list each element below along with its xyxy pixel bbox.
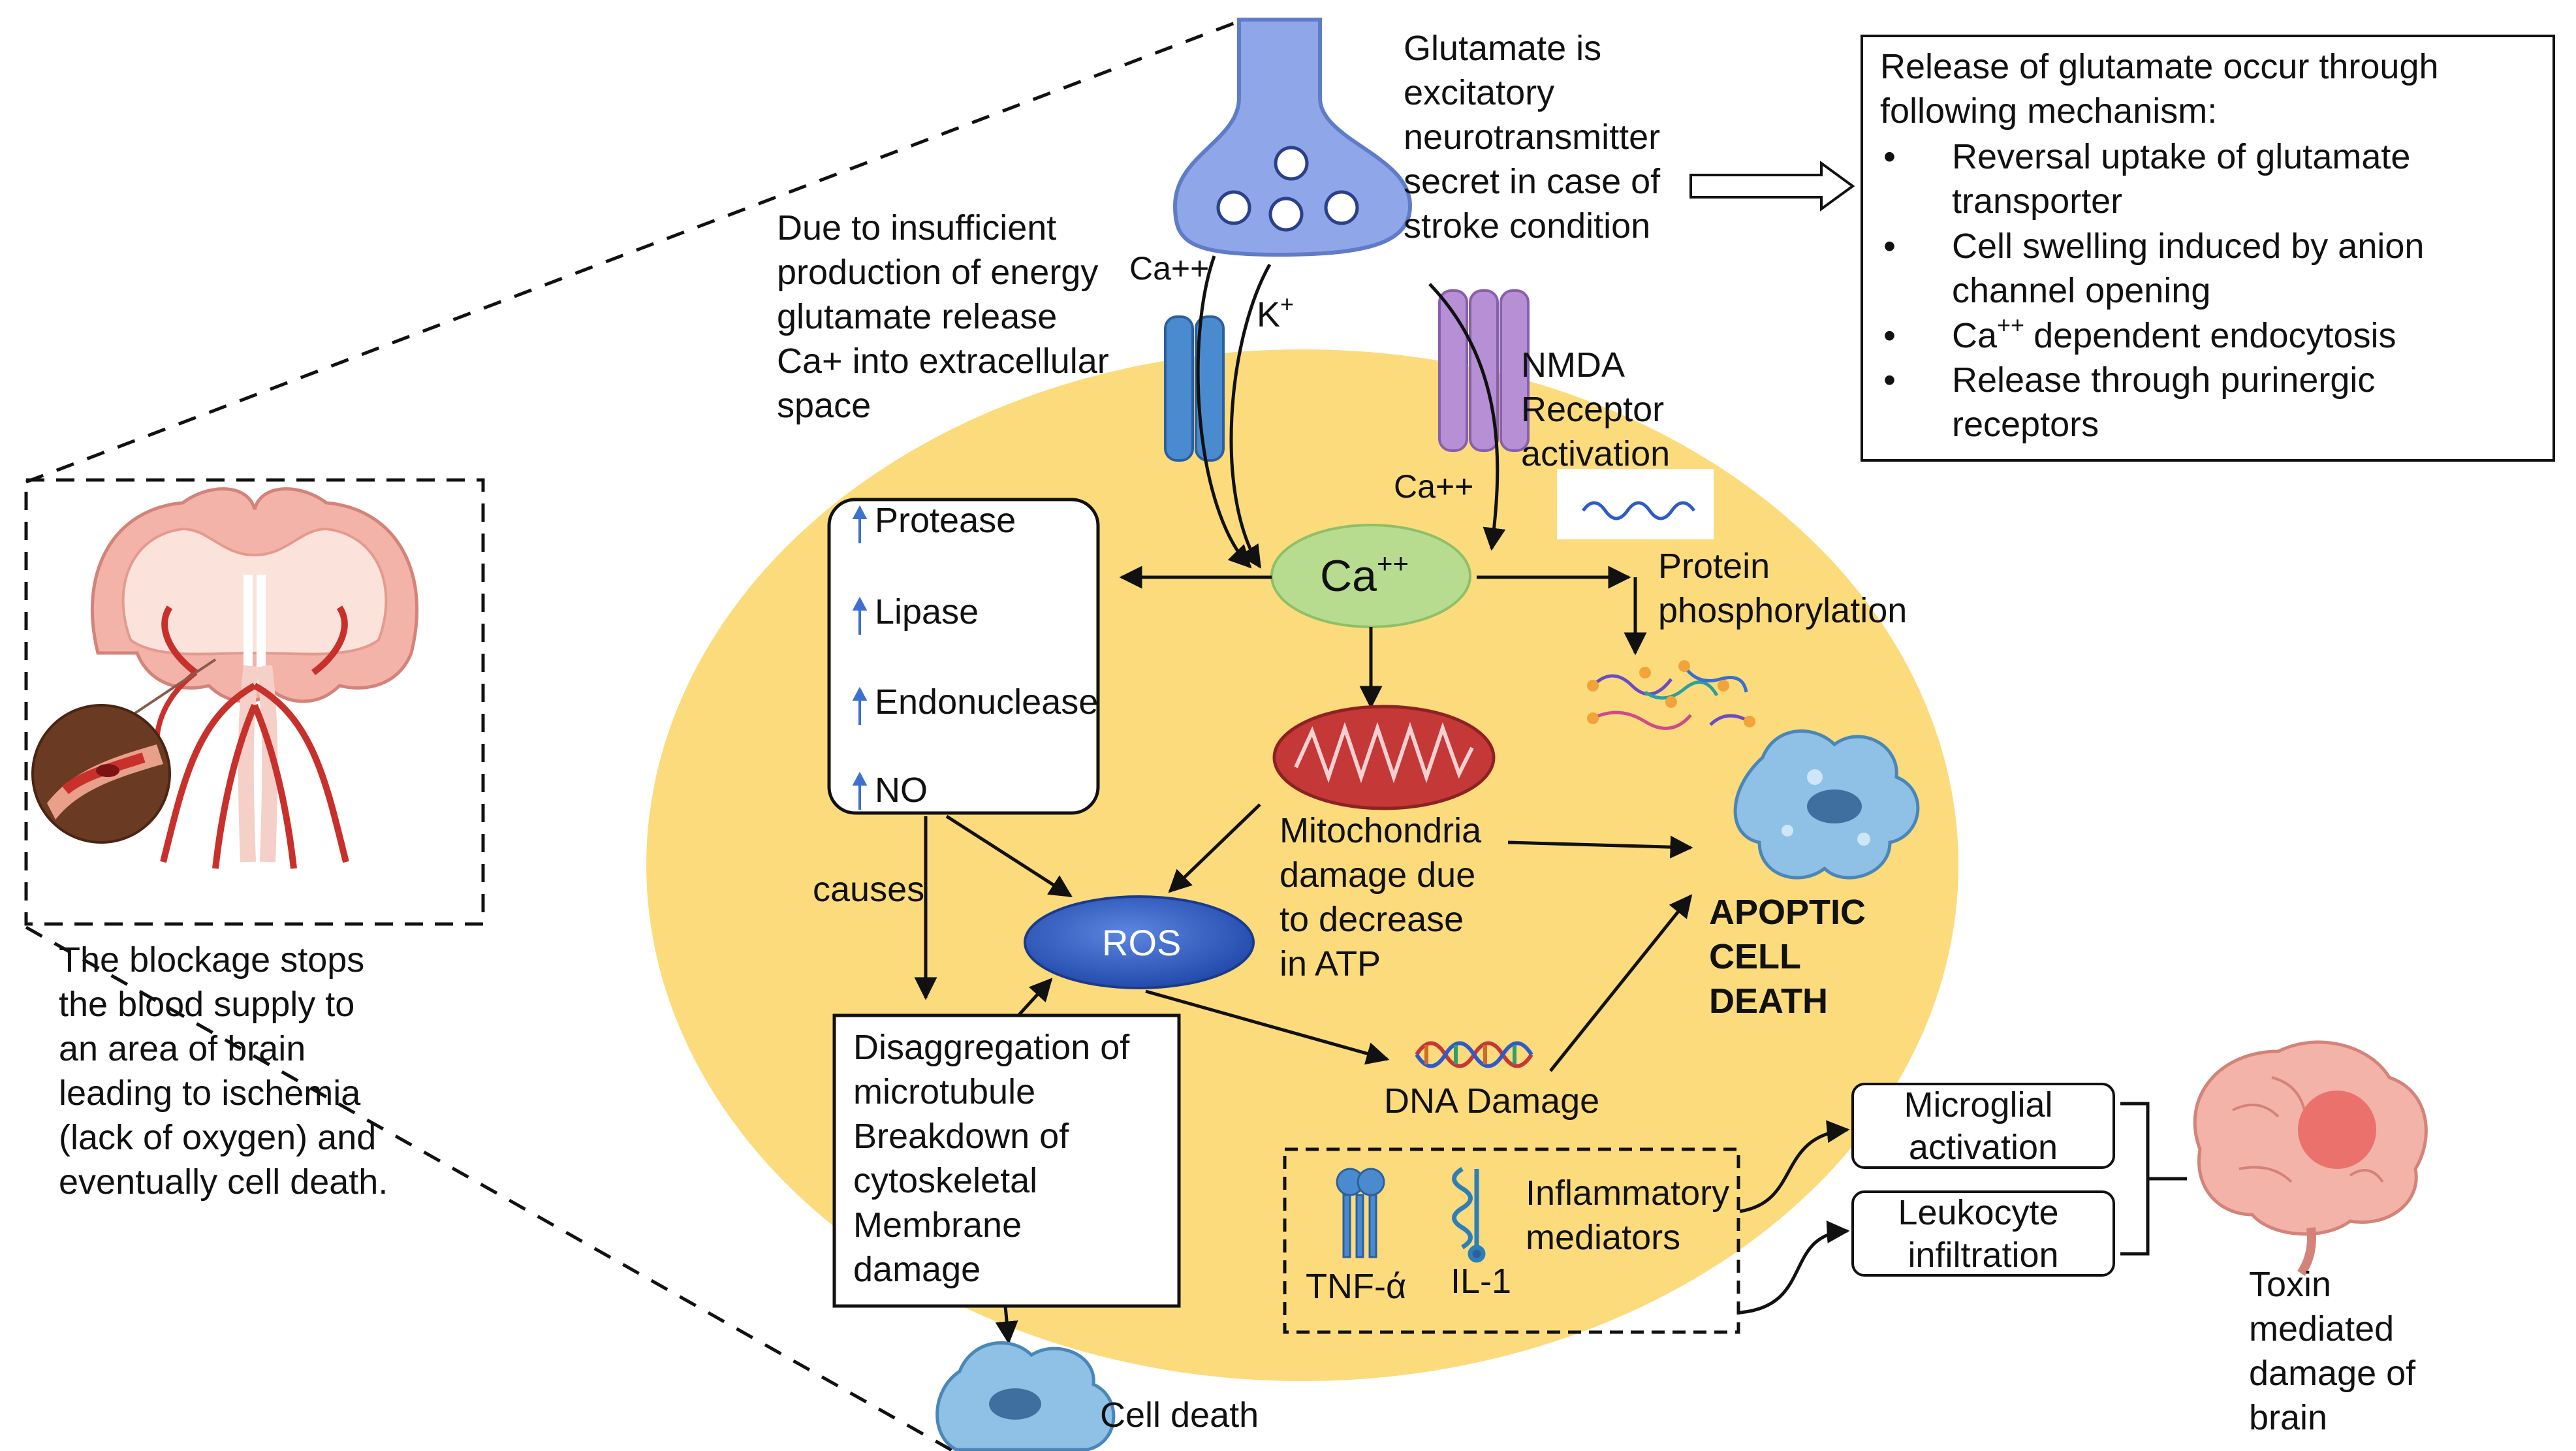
svg-text:•: •: [1883, 227, 1896, 266]
leukocyte-box: Leukocyte infiltration: [1851, 1190, 2115, 1277]
presynaptic-terminal: [1172, 18, 1413, 257]
zoom-line-top: [25, 18, 1244, 484]
disaggregation-box: Disaggregation of microtubule Breakdown …: [832, 1013, 1181, 1308]
dna-label: DNA Damage: [1384, 1081, 1599, 1121]
svg-text:Cell swelling induced by anion: Cell swelling induced by anion channel o…: [1952, 227, 2434, 310]
arrow-mito-to-ros: [1168, 803, 1261, 893]
zoom-line-bottom: [25, 925, 954, 1451]
toxin-label: Toxin mediated damage of brain: [2249, 1265, 2425, 1437]
damaged-brain-icon: [2193, 1040, 2428, 1276]
svg-text:Leukocyte infiltration: Leukocyte infiltration: [1898, 1193, 2068, 1275]
dead-cell-icon: [935, 1341, 1116, 1451]
arrow-disagg-to-ros: [1017, 978, 1053, 1017]
svg-text:Ca++dependent endocytosis: Ca++dependent endocytosis: [1952, 311, 2396, 355]
phosphorylated-protein-icon: [1587, 660, 1755, 730]
ca-label-right: Ca++: [1394, 468, 1473, 505]
apoptotic-cell-icon: [1733, 729, 1920, 880]
tnf-receptor-icon: [1336, 1168, 1385, 1258]
arrow-to-cell-death: [995, 1305, 1018, 1345]
svg-text:Inflammatory mediators: Inflammatory mediators: [1526, 1173, 1739, 1257]
brain-zoom-box: [24, 478, 485, 926]
svg-text:Release of glutamate occur thr: Release of glutamate occur through follo…: [1880, 47, 2449, 131]
vesicle: [1324, 190, 1359, 225]
cell-death-label: Cell death: [1100, 1395, 1259, 1435]
ion-flow-arrow: [1428, 283, 1506, 551]
ros-label: ROS: [1102, 922, 1181, 963]
inflammatory-box: TNF-ά IL-1 Inflammatory mediators: [1283, 1147, 1740, 1334]
arrow-to-microglial: [1739, 1120, 1850, 1213]
vesicle: [1268, 197, 1304, 232]
svg-text:•: •: [1883, 316, 1896, 355]
causes-label: causes: [813, 870, 924, 909]
k-label: K+: [1257, 291, 1294, 334]
up-arrow-icon: [852, 505, 868, 810]
svg-text:Release through purinergic: Release through purinergic receptors: [1952, 360, 2385, 444]
mito-label: Mitochondria damage due to decrease in A…: [1280, 811, 1491, 983]
nmda-label: NMDA Receptor activation: [1521, 345, 1674, 473]
dna-icon: [1415, 1041, 1533, 1068]
mitochondria-icon: [1272, 705, 1496, 810]
microglial-box: Microglial activation: [1851, 1083, 2115, 1169]
arrow-dna-to-apoptosis: [1549, 894, 1693, 1072]
svg-text:•: •: [1883, 360, 1896, 400]
svg-text:•: •: [1883, 137, 1896, 176]
arrow-mito-to-apoptosis: [1507, 835, 1693, 859]
vesicle: [1274, 146, 1309, 181]
il1-receptor-icon: [1452, 1166, 1486, 1263]
ion-flow-arrow: [1196, 255, 1252, 569]
energy-note: Due to insufficient production of energy…: [777, 208, 1119, 425]
svg-text:Disaggregation of microt: Disaggregation of microtubule Breakdown …: [853, 1028, 1139, 1289]
protein-wave-icon: [1581, 501, 1696, 520]
arrow-to-leukocyte: [1739, 1220, 1850, 1315]
arrow-enzymes-to-ros: [945, 814, 1073, 898]
blockage-note: The blockage stops the blood supply to a…: [59, 940, 388, 1202]
protein-label: Protein phosphorylation: [1658, 547, 1907, 630]
apoptotic-label: APOPTIC CELL DEATH: [1709, 893, 1876, 1021]
ion-channel: [1164, 315, 1225, 462]
calcium-node-label: Ca++: [1320, 548, 1409, 601]
svg-text:Protease Lipase En: Protease Lipase Endonuclease NO: [875, 501, 1108, 810]
release-mechanism-box: Release of glutamate occur through follo…: [1861, 35, 2555, 462]
glutamate-note: Glutamate is excitatory neurotransmitter…: [1404, 29, 1670, 246]
svg-text:Reversal uptake of glutamate: Reversal uptake of glutamate transporter: [1952, 137, 2420, 221]
ca-label-left: Ca++: [1129, 250, 1209, 287]
arrow-ros-to-dna: [1145, 989, 1390, 1065]
vesicle: [1216, 190, 1251, 225]
enzyme-box: Protease Lipase Endonuclease NO: [827, 498, 1108, 815]
svg-text:TNF-ά IL-1: TNF-ά IL-1: [1306, 1262, 1511, 1306]
hollow-arrow: [1689, 161, 1855, 212]
brain-cross-section-icon: [31, 487, 418, 869]
ros-node: [1024, 895, 1255, 989]
ion-flow-arrow: [1229, 263, 1272, 569]
svg-text:Microglial activation: Microglial activation: [1904, 1085, 2062, 1167]
bracket: [2120, 1102, 2187, 1256]
